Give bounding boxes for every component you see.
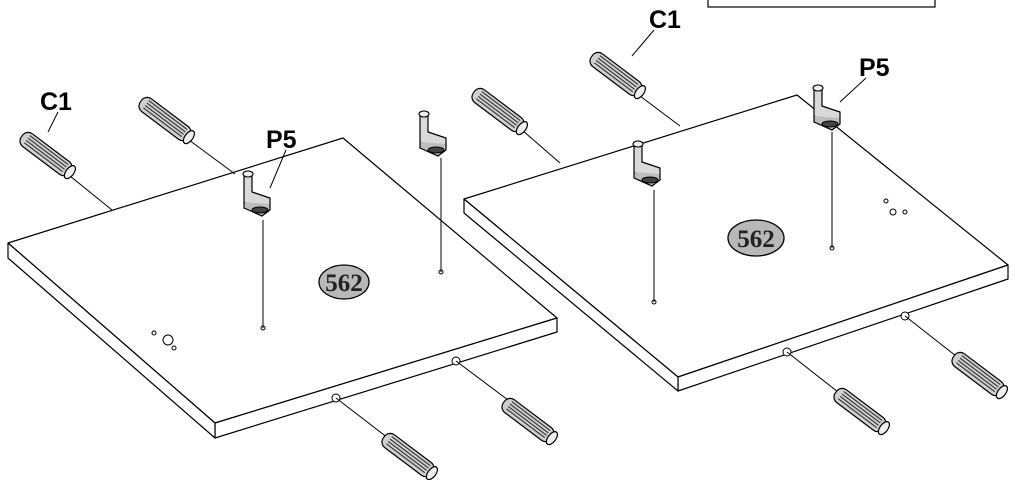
- dowel-label-right: C1: [649, 6, 681, 34]
- dowel-right-front-1: [830, 385, 893, 438]
- dowel-left-back-1: [16, 129, 79, 182]
- support-label-right: P5: [859, 54, 890, 82]
- wooden-dowel-icon: [830, 385, 893, 438]
- support-label-left: P5: [266, 126, 297, 154]
- wooden-dowel-icon: [498, 395, 561, 448]
- dowel-right-back-2: [586, 49, 649, 102]
- wooden-dowel-icon: [135, 94, 198, 147]
- dowel-left-front-2: [498, 395, 561, 448]
- dowel-left-front-1: [378, 430, 441, 480]
- shelf-support-pin-icon: [418, 110, 447, 157]
- wooden-dowel-icon: [378, 430, 441, 480]
- wooden-dowel-icon: [16, 129, 79, 182]
- shelf-support-right-2: [812, 84, 841, 131]
- dowel-right-back-1: [468, 85, 531, 138]
- info-box: [707, 0, 936, 8]
- dowel-left-back-2: [135, 94, 198, 147]
- wooden-dowel-icon: [468, 85, 531, 138]
- dowel-label-left: C1: [40, 88, 72, 116]
- wooden-dowel-icon: [586, 49, 649, 102]
- panel-badge-right: 562: [727, 219, 785, 257]
- left-panel: [7, 137, 558, 439]
- wooden-dowel-icon: [948, 349, 1011, 402]
- shelf-support-pin-icon: [812, 84, 841, 131]
- shelf-support-left-2: [418, 110, 447, 157]
- panel-id-left: 562: [325, 270, 363, 297]
- panel-id-right: 562: [737, 226, 775, 253]
- panel-badge-left: 562: [318, 264, 370, 300]
- dowel-right-front-2: [948, 349, 1011, 402]
